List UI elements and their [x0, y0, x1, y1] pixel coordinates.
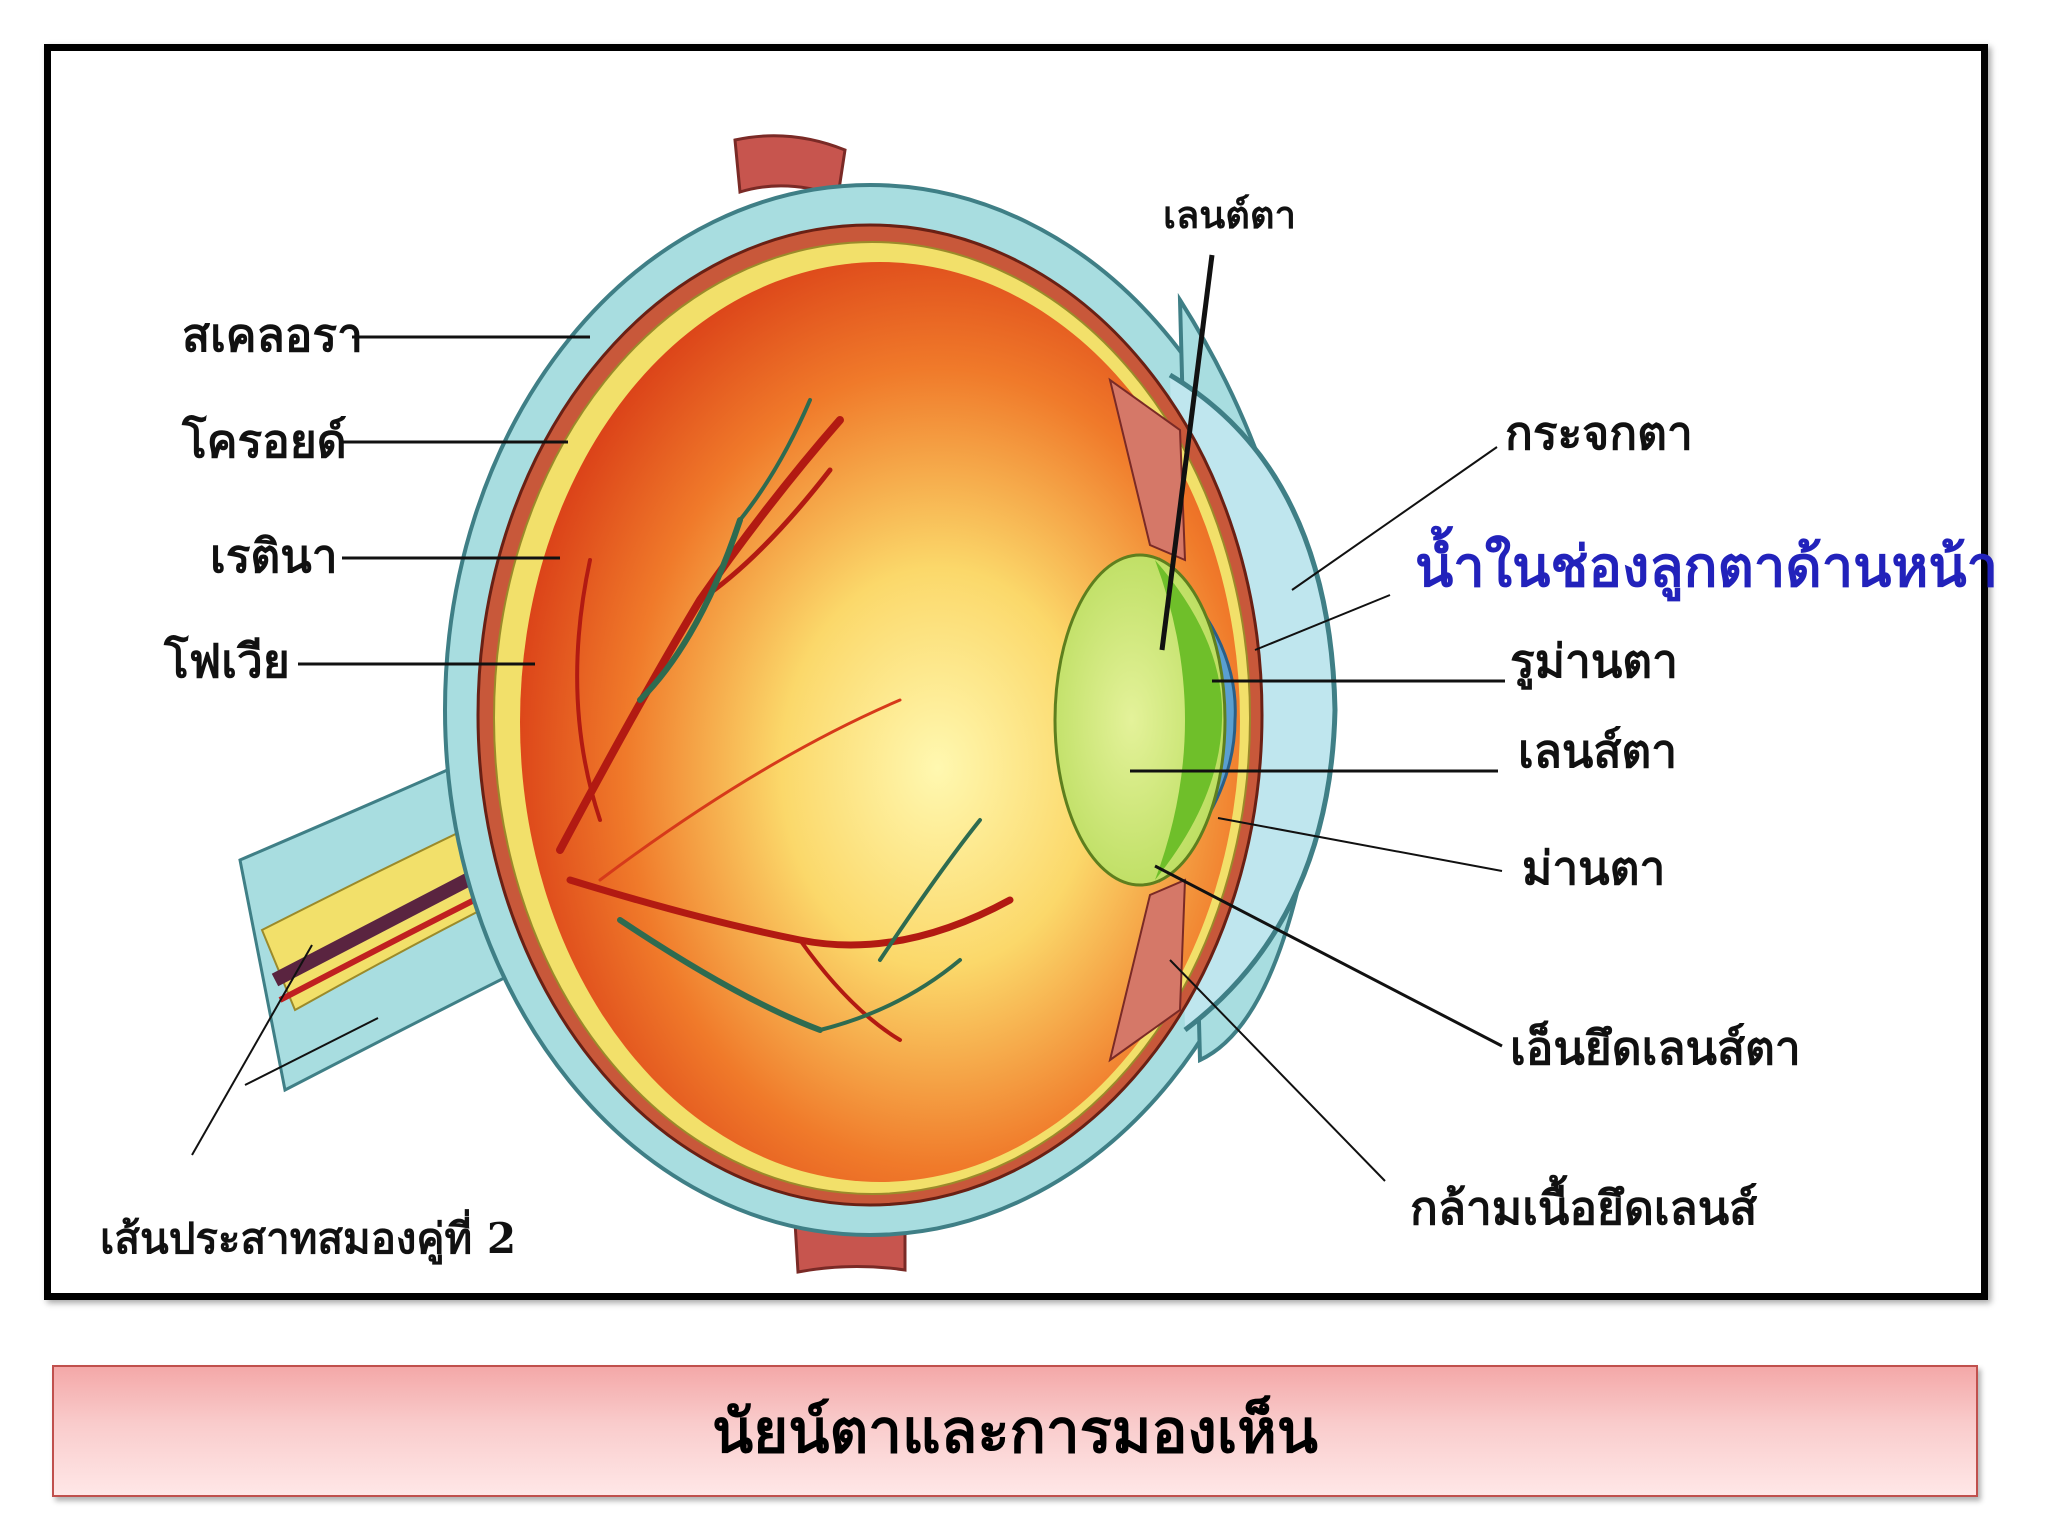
ciliary-body — [1108, 377, 1187, 1063]
leader-aqueous — [1254, 594, 1391, 651]
leader-optic-nerve-b — [244, 1017, 379, 1086]
leader-suspensory — [1154, 864, 1503, 1048]
vitreous-body — [520, 262, 1240, 1182]
label-retina: เรตินา — [210, 529, 338, 583]
label-optic-nerve: เส้นประสาทสมองคู่ที่ 2 — [100, 1214, 517, 1263]
label-lens: เลนส์ตา — [1518, 724, 1678, 778]
leader-optic-nerve-a — [191, 944, 313, 1156]
label-sclera: สเคลอรา — [182, 308, 363, 362]
caption-banner: นัยน์ตาและการมองเห็น — [52, 1365, 1978, 1497]
lens — [1053, 553, 1227, 887]
caption-title: นัยน์ตาและการมองเห็น — [712, 1396, 1318, 1467]
label-lens-top: เลนต์ตา — [1163, 192, 1296, 237]
label-aqueous-humor: น้ำในช่องลูกตาด้านหน้า — [1415, 535, 1999, 600]
label-suspensory-ligament: เอ็นยึดเลนส์ตา — [1510, 1021, 1801, 1075]
label-cornea: กระจกตา — [1505, 406, 1693, 460]
leader-iris — [1217, 817, 1503, 872]
label-iris: ม่านตา — [1522, 841, 1666, 895]
leader-lens-top — [1159, 254, 1215, 651]
leader-cornea — [1291, 446, 1498, 591]
label-fovea: โฟเวีย — [164, 634, 290, 688]
leader-ciliary — [1169, 959, 1386, 1182]
label-choroid: โครอยด์ — [182, 414, 347, 468]
blood-vessels — [556, 398, 1014, 1042]
label-pupil: รูม่านตา — [1510, 634, 1679, 688]
leader-lines — [191, 254, 1505, 1182]
label-ciliary-muscle: กล้ามเนื้อยึดเลนส์ — [1410, 1181, 1758, 1235]
